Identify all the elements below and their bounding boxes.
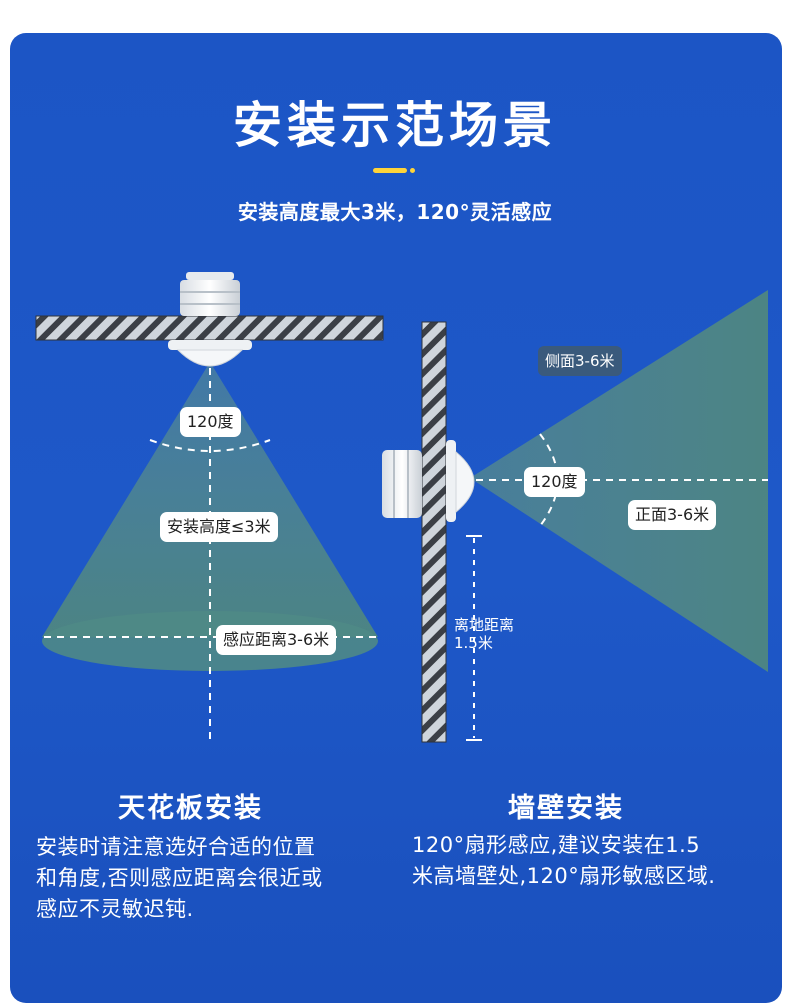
- ceiling-section-text: 安装时请注意选好合适的位置 和角度,否则感应距离会很近或 感应不灵敏迟钝.: [36, 832, 323, 925]
- wall-angle-label: 120度: [524, 467, 585, 497]
- ceiling-height-label: 安装高度≤3米: [160, 512, 278, 542]
- wall-text-line-2: 米高墙壁处,120°扇形敏感区域.: [412, 864, 716, 888]
- title-underline: [373, 168, 415, 173]
- ceiling-text-line-1: 安装时请注意选好合适的位置: [36, 835, 316, 859]
- ceiling-slab: [35, 315, 384, 341]
- ground-distance-line-2: 1.5米: [454, 634, 493, 652]
- ceiling-range-label: 感应距离3-6米: [216, 625, 337, 655]
- wall-side-range-label: 侧面3-6米: [538, 346, 622, 376]
- wall-front-range-label: 正面3-6米: [628, 500, 717, 530]
- ceiling-angle-label: 120度: [180, 407, 241, 437]
- ground-distance-line-1: 离地距离: [454, 616, 515, 634]
- ceiling-sensor: [168, 272, 252, 367]
- ceiling-section-heading: 天花板安装: [118, 793, 263, 824]
- wall-scene: [382, 290, 768, 743]
- ground-distance-label: 离地距离 1.5米: [454, 616, 514, 652]
- page-subtitle: 安装高度最大3米，120°灵活感应: [237, 200, 553, 224]
- ceiling-text-line-2: 和角度,否则感应距离会很近或: [36, 866, 323, 890]
- wall-section-heading: 墙壁安装: [508, 793, 624, 824]
- wall-sensor: [382, 440, 475, 522]
- wall-section-text: 120°扇形感应,建议安装在1.5 米高墙壁处,120°扇形敏感区域.: [412, 830, 715, 892]
- wall-slab: [421, 321, 447, 743]
- page-title: 安装示范场景: [232, 97, 557, 154]
- ceiling-scene: [35, 272, 384, 740]
- wall-text-line-1: 120°扇形感应,建议安装在1.5: [412, 833, 701, 857]
- ceiling-text-line-3: 感应不灵敏迟钝.: [36, 897, 194, 921]
